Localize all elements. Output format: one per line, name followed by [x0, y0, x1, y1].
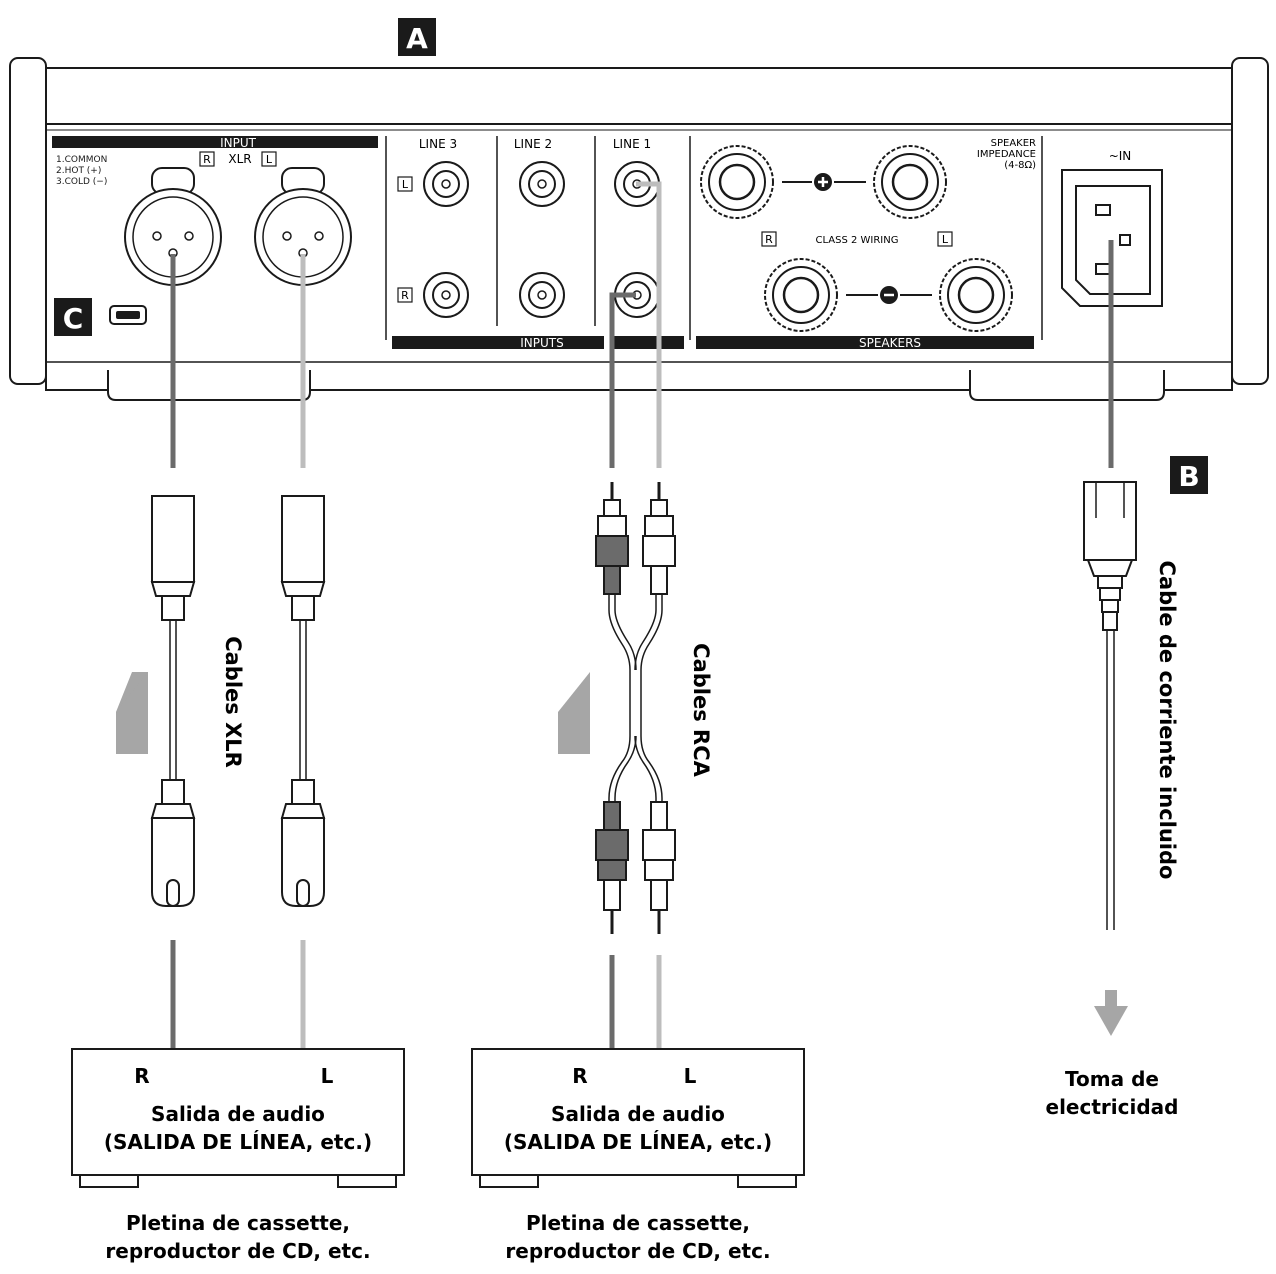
rca-cable [595, 482, 676, 934]
svg-text:L: L [321, 1064, 334, 1088]
svg-text:C: C [63, 302, 84, 335]
rca-jack-line2-l[interactable] [519, 161, 565, 207]
svg-text:3.COLD (−): 3.COLD (−) [56, 177, 107, 187]
svg-text:LINE 3: LINE 3 [419, 137, 457, 151]
arrow-up-icon [116, 672, 148, 754]
svg-text:L: L [942, 233, 949, 246]
svg-text:R: R [134, 1064, 149, 1088]
svg-text:IMPEDANCE: IMPEDANCE [977, 149, 1036, 160]
speaker-terminal-l-minus[interactable] [939, 258, 1013, 332]
svg-text:B: B [1178, 460, 1199, 493]
right-foot [969, 370, 1165, 401]
line-inputs-section: LINE 3 LINE 2 LINE 1 L R INPUTS [385, 136, 691, 350]
rca-jack-line2-r[interactable] [519, 272, 565, 318]
rca-jack-line1-r[interactable] [614, 272, 660, 318]
rca-jack-line3-l[interactable] [423, 161, 469, 207]
outlet-label-line2: electricidad [1046, 1095, 1179, 1119]
rca-cable-l-upper [636, 181, 662, 468]
outlet-label-line1: Toma de [1065, 1067, 1159, 1091]
arrow-down-icon [1094, 990, 1128, 1036]
svg-text:reproductor de CD, etc.: reproductor de CD, etc. [505, 1239, 770, 1263]
source-device-rca: R L Salida de audio (SALIDA DE LÍNEA, et… [471, 1048, 805, 1263]
xlr-cables-label: Cables XLR [221, 636, 245, 768]
callout-b: B [1170, 456, 1208, 494]
power-cable [1083, 481, 1137, 930]
svg-text:INPUT: INPUT [220, 136, 257, 150]
callout-a: A [398, 18, 436, 56]
amplifier-rear-panel [9, 57, 1269, 401]
xlr-input-section: INPUT 1.COMMON 2.HOT (+) 3.COLD (−) R XL… [52, 136, 378, 336]
svg-text:Salida de audio: Salida de audio [551, 1102, 725, 1126]
speaker-terminal-l-plus[interactable] [873, 145, 947, 219]
svg-text:L: L [402, 178, 409, 191]
svg-text:~IN: ~IN [1109, 149, 1132, 163]
rca-jack-line3-r[interactable] [423, 272, 469, 318]
speaker-terminal-r-plus[interactable] [700, 145, 774, 219]
svg-text:SPEAKER: SPEAKER [991, 138, 1036, 149]
rca-cables-label: Cables RCA [689, 643, 713, 777]
speakers-section: SPEAKER IMPEDANCE (4-8Ω) R CLASS 2 WIRIN… [696, 136, 1043, 350]
svg-text:SPEAKERS: SPEAKERS [859, 336, 921, 350]
xlr-jack-l[interactable] [254, 167, 352, 286]
svg-text:R: R [203, 153, 211, 166]
speaker-terminal-r-minus[interactable] [764, 258, 838, 332]
svg-text:R: R [572, 1064, 587, 1088]
rca-cable-r-upper [609, 292, 636, 468]
svg-text:LINE 2: LINE 2 [514, 137, 552, 151]
xlr-cable-l [280, 495, 326, 907]
svg-text:(SALIDA DE LÍNEA, etc.): (SALIDA DE LÍNEA, etc.) [504, 1130, 772, 1154]
left-foot [107, 370, 311, 401]
right-side-cap [1231, 57, 1269, 385]
source-device-xlr: R L Salida de audio (SALIDA DE LÍNEA, et… [71, 1048, 405, 1263]
svg-text:(SALIDA DE LÍNEA, etc.): (SALIDA DE LÍNEA, etc.) [104, 1130, 372, 1154]
svg-text:CLASS 2 WIRING: CLASS 2 WIRING [815, 235, 898, 246]
svg-text:L: L [684, 1064, 697, 1088]
xlr-jack-r[interactable] [124, 167, 222, 286]
svg-text:R: R [765, 233, 773, 246]
svg-text:INPUTS: INPUTS [520, 336, 563, 350]
svg-text:LINE 1: LINE 1 [613, 137, 651, 151]
svg-text:2.HOT (+): 2.HOT (+) [56, 166, 101, 176]
arrow-up-icon [558, 672, 590, 754]
svg-text:XLR: XLR [228, 152, 251, 166]
svg-text:(4-8Ω): (4-8Ω) [1004, 160, 1036, 171]
svg-text:A: A [406, 22, 428, 55]
svg-text:Pletina de cassette,: Pletina de cassette, [526, 1211, 750, 1235]
usb-port[interactable] [109, 305, 147, 325]
plus-icon [814, 173, 832, 191]
svg-text:Salida de audio: Salida de audio [151, 1102, 325, 1126]
svg-text:L: L [266, 153, 273, 166]
svg-text:1.COMMON: 1.COMMON [56, 155, 107, 165]
svg-text:R: R [401, 289, 409, 302]
xlr-cable-r [150, 495, 196, 907]
power-cable-label: Cable de corriente incluido [1155, 561, 1179, 880]
callout-c: C [54, 298, 92, 336]
left-side-cap [9, 57, 47, 385]
svg-text:Pletina de cassette,: Pletina de cassette, [126, 1211, 350, 1235]
svg-text:reproductor de CD, etc.: reproductor de CD, etc. [105, 1239, 370, 1263]
minus-icon [880, 286, 898, 304]
